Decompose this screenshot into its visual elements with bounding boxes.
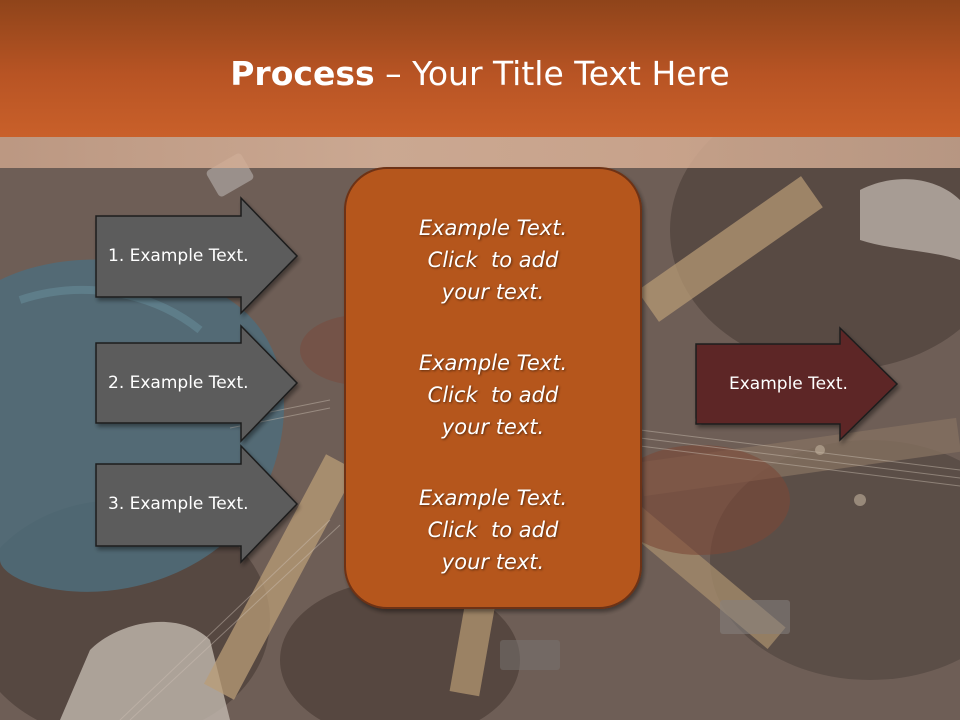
center-box[interactable] xyxy=(344,167,642,609)
center-text-line: Click to add xyxy=(427,518,559,542)
right-arrow-label: Example Text. xyxy=(729,374,848,394)
left-arrow-3-label: 3. Example Text. xyxy=(108,494,249,514)
title-bar: Process – Your Title Text Here xyxy=(0,0,960,137)
slide-title[interactable]: Process – Your Title Text Here xyxy=(0,52,960,96)
center-text-line: Click to add xyxy=(427,248,559,272)
center-text-line: Click to add xyxy=(427,383,559,407)
center-text-line: Example Text. xyxy=(418,351,568,375)
left-arrow-2-label: 2. Example Text. xyxy=(108,373,249,393)
center-text-line: your text. xyxy=(441,550,545,574)
center-text-line: your text. xyxy=(441,280,545,304)
left-arrow-1[interactable] xyxy=(95,196,299,315)
title-bold: Process xyxy=(230,54,375,93)
left-arrow-1-label: 1. Example Text. xyxy=(108,246,249,266)
left-arrow-3[interactable] xyxy=(95,444,299,564)
title-accent-band xyxy=(0,137,960,168)
title-rest: – Your Title Text Here xyxy=(374,54,730,93)
center-text-block-2: Example Text. Click to add your text. xyxy=(345,347,641,443)
center-text-line: your text. xyxy=(441,415,545,439)
center-box-text: Example Text. Click to add your text. Ex… xyxy=(345,212,641,578)
center-text-block-1: Example Text. Click to add your text. xyxy=(345,212,641,308)
center-text-line: Example Text. xyxy=(418,486,568,510)
right-arrow[interactable] xyxy=(695,326,899,442)
left-arrow-2[interactable] xyxy=(95,324,299,443)
center-text-block-3: Example Text. Click to add your text. xyxy=(345,482,641,578)
center-text-line: Example Text. xyxy=(418,216,568,240)
